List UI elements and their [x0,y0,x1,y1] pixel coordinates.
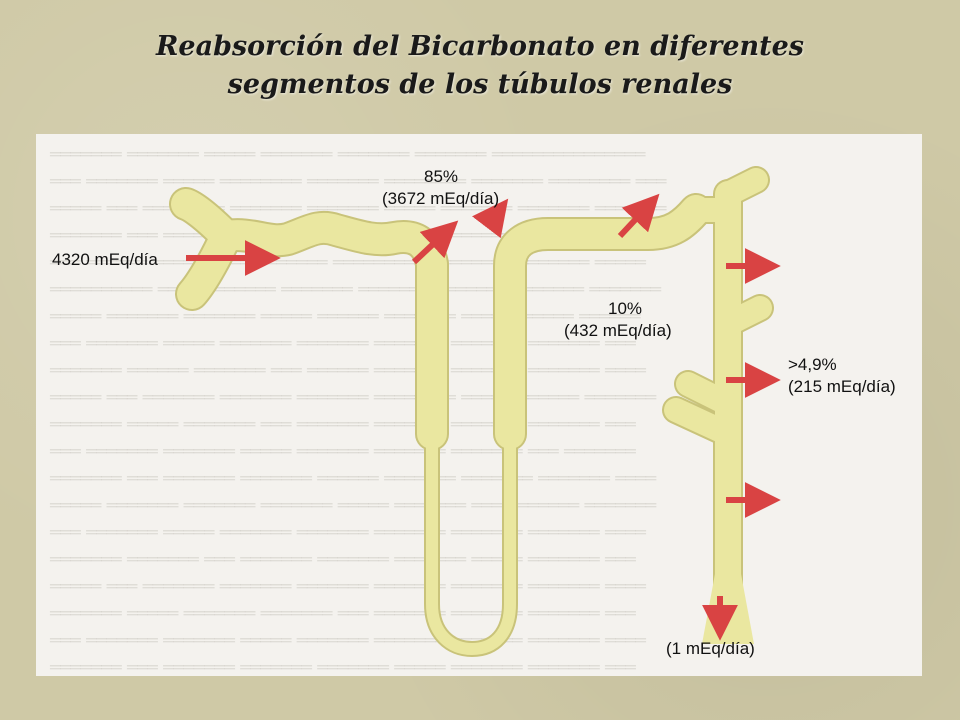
duct-outlet [702,574,754,644]
proximal-amount-label: (3672 mEq/día) [382,189,499,208]
proximal-reabsorption-arrow-2 [472,198,509,239]
distal-amount-label: (215 mEq/día) [788,377,896,396]
excreted-label: (1 mEq/día) [666,639,755,658]
slide-title: Reabsorción del Bicarbonato en diferente… [0,28,960,104]
loop-percent-label: 10% [608,299,642,318]
title-line-2: segmentos de los túbulos renales [227,69,733,100]
descending-limb-outline [424,426,518,657]
loop-reabsorption-arrow [617,193,660,239]
ascending-limb [495,195,711,449]
title-line-1: Reabsorción del Bicarbonato en diferente… [155,31,805,62]
filtered-label: 4320 mEq/día [52,250,158,269]
nephron-drawing: 4320 mEq/día 85% (3672 mEq/día) 10% (432… [52,166,896,658]
proximal-reabsorption-arrow-1 [411,220,459,265]
loop-amount-label: (432 mEq/día) [564,321,672,340]
nephron-diagram: ═══════ ═══════ ═════ ═══════ ═══════ ══… [36,134,922,676]
descending-limb [426,428,516,655]
proximal-tubule [211,212,447,449]
distal-percent-label: >4,9% [788,355,837,374]
duct-branches [664,168,772,446]
proximal-percent-label: 85% [424,167,458,186]
